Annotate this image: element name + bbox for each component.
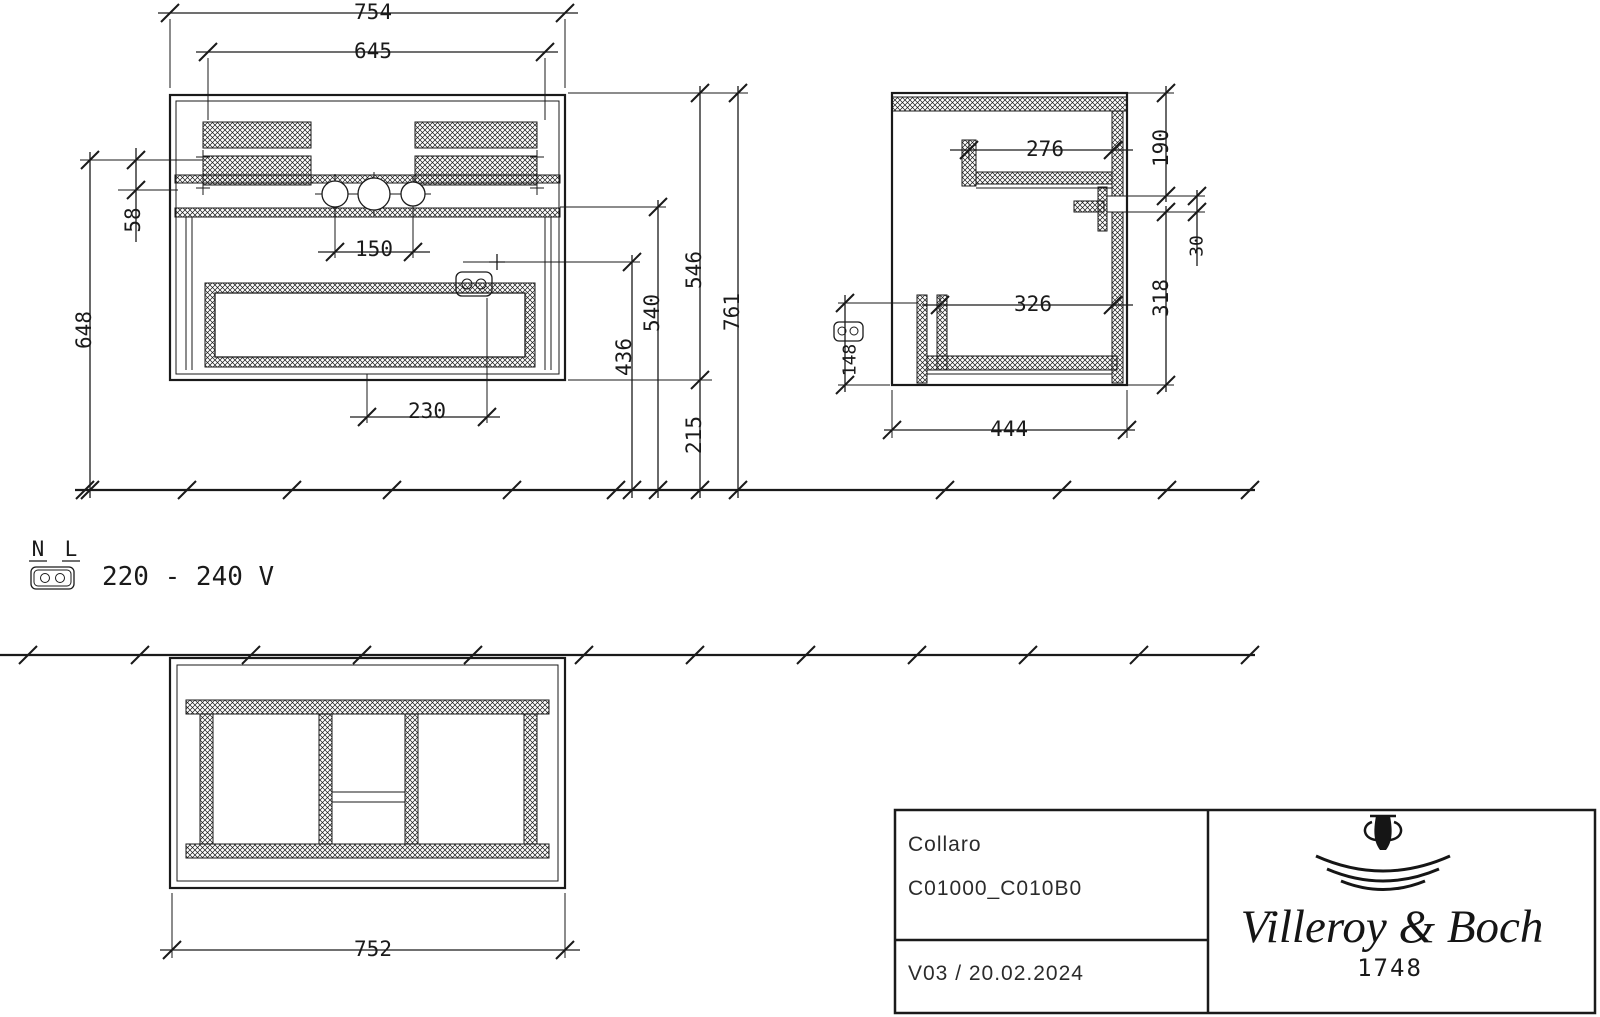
brand-logo-icon	[1315, 814, 1451, 891]
dim-floor-clearance: 215	[682, 416, 706, 454]
dim-height-to-floor: 648	[72, 311, 96, 349]
tap-holes	[315, 172, 431, 216]
dim-tap-ledge: 58	[121, 207, 145, 232]
wall-line-upper	[75, 480, 1260, 500]
dim-socket-height: 436	[612, 338, 636, 376]
mounting-block	[414, 121, 538, 149]
siphon-cutout	[1073, 186, 1112, 232]
title-block: Collaro C01000_C010B0 V03 / 20.02.2024 V…	[893, 808, 1597, 1015]
dim-total-width: 754	[354, 0, 392, 24]
electrical-note: N L 220 - 240 V	[29, 537, 274, 592]
socket-icon	[455, 271, 493, 297]
series-name: Collaro	[908, 833, 982, 856]
mounting-block	[202, 121, 312, 149]
dim-cabinet-height: 546	[682, 251, 706, 289]
wall-line-lower	[0, 645, 1260, 665]
back-panel	[1111, 110, 1124, 197]
dim-overall-height: 761	[720, 293, 744, 331]
revision-date: V03 / 20.02.2024	[908, 962, 1084, 985]
socket-icon	[30, 566, 75, 590]
brand-year: 1748	[1357, 954, 1423, 982]
side-view	[890, 91, 1129, 387]
article-code: C01000_C010B0	[908, 877, 1082, 900]
dim-drain-offset: 230	[408, 399, 446, 423]
front-view-dimensions: 754 645 58 648 150 230 436	[72, 0, 748, 500]
mounting-cross-marks	[196, 150, 544, 195]
dim-rear-cutout: 30	[1187, 235, 1208, 257]
dim-depth-total: 444	[990, 417, 1028, 441]
dim-tap-spacing: 150	[355, 237, 393, 261]
neutral-label: N	[32, 537, 45, 561]
dim-basin-width: 645	[354, 39, 392, 63]
voltage-label: 220 - 240 V	[102, 562, 274, 592]
front-view	[168, 93, 567, 382]
live-label: L	[65, 537, 78, 561]
dim-socket-zone: 148	[840, 344, 861, 377]
bottom-view	[168, 656, 567, 890]
dim-bottom-drawer-depth: 326	[1014, 292, 1052, 316]
dim-basin-underside: 540	[640, 294, 664, 332]
dim-top-section: 190	[1149, 129, 1173, 167]
dim-bottom-section: 318	[1149, 279, 1173, 317]
side-view-dimensions: 276 326 444 148 190 30	[833, 83, 1208, 441]
dim-body-width: 752	[354, 937, 392, 961]
socket-icon	[833, 321, 864, 342]
dim-top-drawer-depth: 276	[1026, 137, 1064, 161]
bottom-view-dimensions: 752	[160, 893, 580, 961]
brand-name: Villeroy & Boch	[1241, 901, 1544, 953]
